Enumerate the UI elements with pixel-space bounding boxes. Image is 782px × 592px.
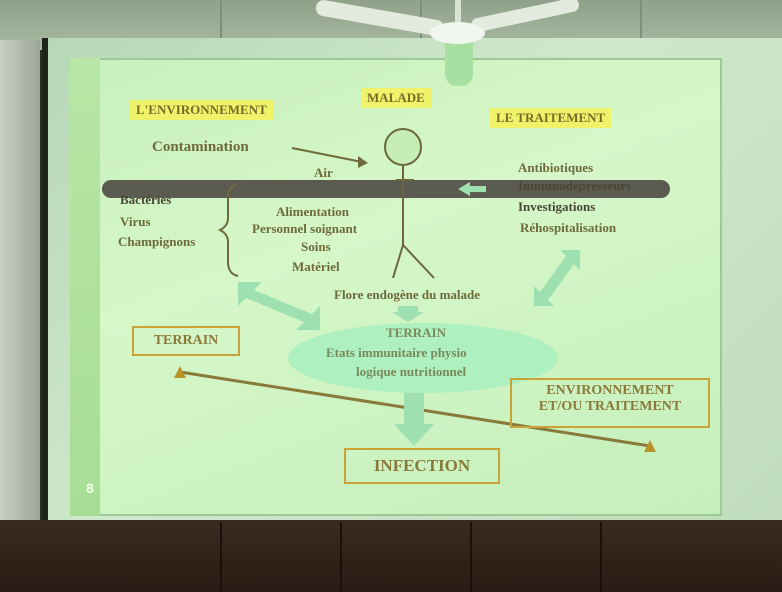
nutrition-label: logique nutritionnel: [356, 364, 467, 379]
triangle-left: [174, 366, 186, 378]
malade-label: MALADE: [361, 88, 431, 108]
care-label: Soins: [301, 239, 331, 254]
env-line-1: ENVIRONNEMENT: [546, 383, 674, 398]
floor-panel: [600, 522, 602, 592]
triangle-right: [644, 440, 656, 452]
staff-label: Personnel soignant: [252, 221, 358, 236]
rehospitalisation-label: Réhospitalisation: [520, 220, 617, 235]
contamination-label: Contamination: [152, 139, 249, 155]
equipment-label: Matériel: [292, 259, 340, 274]
arrow-head: [358, 156, 368, 168]
bar: [102, 180, 670, 198]
arrow-icon: [394, 392, 434, 446]
immune-state-label: Etats immunitaire physio: [326, 345, 467, 360]
infection-box: INFECTION: [344, 448, 500, 484]
ceiling-tile: [420, 0, 642, 50]
wooden-floor: [0, 520, 782, 592]
virus-label: Virus: [120, 214, 151, 229]
bacteria-label: Bactéries: [120, 192, 172, 207]
investigations-label: Investigations: [518, 199, 596, 214]
floor-panel: [220, 522, 222, 592]
food-label: Alimentation: [276, 204, 349, 219]
floor-panel: [340, 522, 342, 592]
treatment-label: LE TRAITEMENT: [490, 108, 612, 128]
floor-panel: [470, 522, 472, 592]
terrain-ellipse: [288, 323, 558, 393]
arrow-icon: [238, 250, 580, 330]
wall: [0, 40, 40, 540]
stick-figure-icon: [392, 164, 435, 279]
terrain-center-label: TERRAIN: [386, 325, 446, 340]
environment-label: L'ENVIRONNEMENT: [130, 100, 273, 120]
slide-strip: [70, 58, 100, 516]
env-line-2: ET/OU TRAITEMENT: [538, 399, 682, 414]
ceiling-tile: [40, 0, 222, 50]
arrow-icon: [458, 182, 486, 196]
brace: [217, 183, 239, 277]
fan-hub: [430, 22, 485, 44]
patient-head: [384, 128, 422, 166]
immunosuppressants-label: Immunodépresseurs: [518, 178, 632, 193]
terrain-box: TERRAIN: [132, 326, 240, 356]
air-label: Air: [314, 165, 333, 180]
environment-treatment-box: ENVIRONNEMENT ET/OU TRAITEMENT: [510, 378, 710, 428]
slide-number: 8: [86, 480, 94, 496]
fungi-label: Champignons: [118, 234, 196, 249]
endogenous-flora-label: Flore endogène du malade: [334, 287, 481, 302]
fan-rod: [455, 0, 461, 24]
arrow-icon: [392, 306, 424, 322]
fan-light: [445, 40, 473, 86]
arrow-icon: [291, 147, 363, 163]
antibiotics-label: Antibiotiques: [518, 160, 594, 175]
